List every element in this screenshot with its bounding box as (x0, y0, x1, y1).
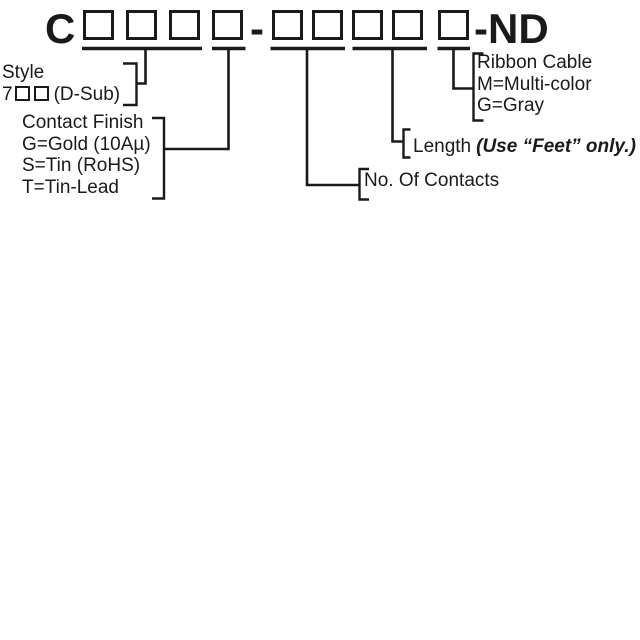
ribbon-cable-block: Ribbon Cable M=Multi-color G=Gray (477, 52, 592, 117)
contact-finish-title: Contact Finish (22, 112, 144, 133)
ribbon-cable-option-m: M=Multi-color (477, 73, 592, 95)
connector-style (136, 48, 147, 85)
bracket-contact-finish (152, 116, 166, 200)
connector-length (391, 48, 404, 143)
ribbon-cable-title: Ribbon Cable (477, 52, 593, 73)
digit-box (312, 10, 343, 40)
style-title: Style (2, 62, 45, 83)
digit-box (83, 10, 114, 40)
digit-box (438, 10, 469, 40)
digit-box (169, 10, 200, 40)
contact-finish-option-g: G=Gold (10Aµ) (22, 133, 151, 155)
digit-box-small (14, 86, 30, 101)
digit-box-small (33, 86, 49, 101)
digit-box (352, 10, 383, 40)
contact-finish-block: Contact Finish G=Gold (10Aµ) S=Tin (RoHS… (22, 112, 151, 198)
style-code-suffix: (D-Sub) (53, 84, 121, 105)
part-number-prefix: C (45, 5, 76, 52)
digit-box (392, 10, 423, 40)
connector-ribbon-cable (452, 48, 474, 90)
connector-no-of-contacts (305, 48, 360, 187)
part-number-separator: - (250, 5, 264, 52)
digit-box (272, 10, 303, 40)
digit-box (212, 10, 243, 40)
length-note: (Use “Feet” only.) (476, 136, 636, 157)
style-code-prefix: 7 (2, 84, 13, 105)
no-of-contacts-label: No. Of Contacts (364, 170, 500, 191)
part-number-suffix: -ND (474, 5, 549, 52)
connector-contact-finish (164, 48, 230, 151)
length-label: Length (413, 136, 472, 157)
style-code-line: 7 (D-Sub) (2, 84, 120, 106)
bracket-length (402, 128, 411, 159)
contact-finish-option-s: S=Tin (RoHS) (22, 155, 141, 176)
length-line: Length(Use “Feet” only.) (413, 136, 636, 158)
contact-finish-option-t: T=Tin-Lead (22, 176, 119, 198)
ribbon-cable-option-g: G=Gray (477, 95, 545, 116)
digit-box (126, 10, 157, 40)
bracket-style (123, 62, 138, 107)
